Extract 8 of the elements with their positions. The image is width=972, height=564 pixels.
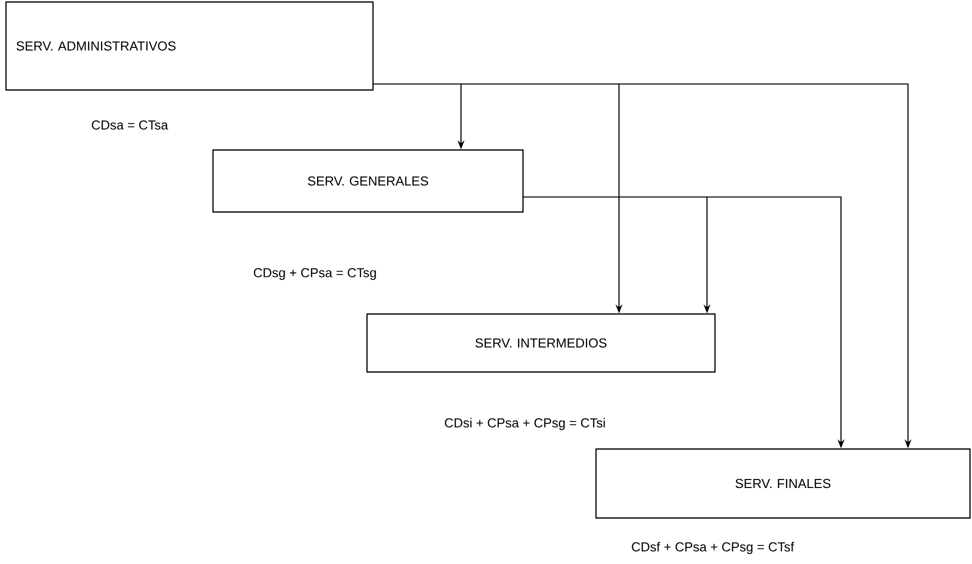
service-box: SERV. INTERMEDIOS (366, 313, 716, 373)
formula-text: CDsf + CPsa + CPsg = CTsf (632, 542, 794, 554)
formula-text: CDsg + CPsa = CTsg (254, 268, 376, 280)
formula-text: CDsi + CPsa + CPsg = CTsi (444, 418, 605, 430)
service-box: SERV. ADMINISTRATIVOS (5, 1, 374, 91)
service-box: SERV. FINALES (595, 448, 971, 519)
formula-text: CDsa = CTsa (92, 120, 168, 130)
service-box: SERV. GENERALES (212, 149, 524, 213)
